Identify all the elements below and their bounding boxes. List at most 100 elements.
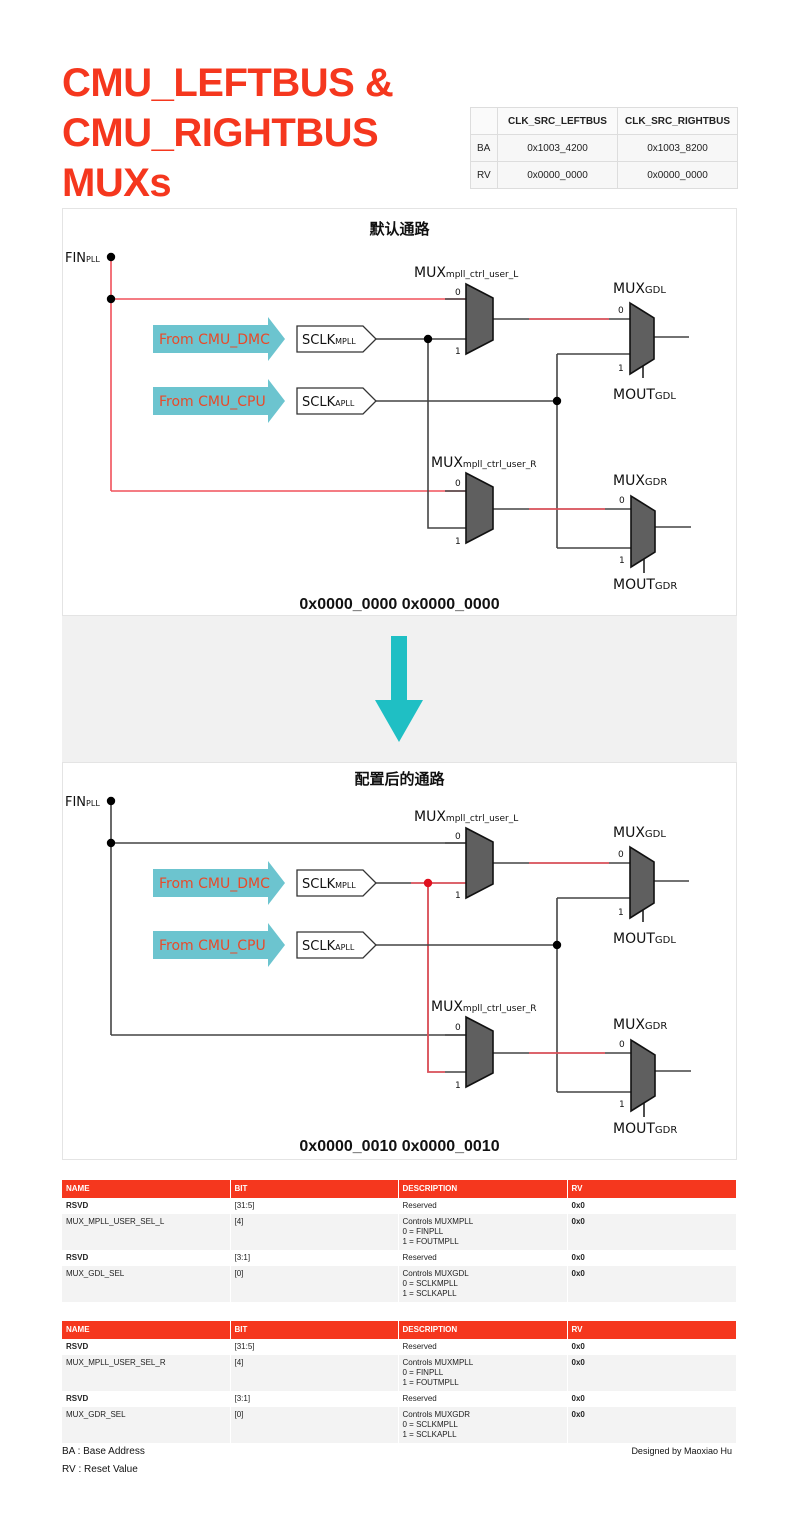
label-subscript: GDR [655,1125,677,1136]
description-line: 0 = FINPLL [402,1227,444,1236]
from-cmu-cpu-arrow-label: From CMU_CPU [159,938,266,954]
mux-input-number: 0 [455,288,461,298]
field-bits: [0] [230,1407,399,1443]
field-reset-value: 0x0 [567,1339,737,1355]
label-text: 0 [455,1023,461,1033]
mux-input-number: 0 [455,1023,461,1033]
label-subscript: GDL [655,935,676,946]
description-line: Reserved [402,1342,437,1351]
mux-gdl-label: MUXGDL [613,825,666,841]
field-description: Reserved [398,1339,568,1355]
label-text: 0 [618,306,624,316]
label-text: MUX [613,473,645,489]
mux-l-label: MUXmpll_ctrl_user_L [414,265,518,281]
field-description: Reserved [398,1198,568,1214]
column-header: NAME [62,1321,231,1339]
mux-l-label: MUXmpll_ctrl_user_L [414,809,518,825]
mux-input-number: 0 [455,832,461,842]
cell: 0x1003_4200 [497,134,618,162]
label-subscript: MPLL [335,881,356,890]
mout-gdl-label: MOUTGDL [613,931,676,947]
label-text: 0 [618,850,624,860]
page-title: CMU_LEFTBUS & CMU_RIGHTBUS MUXs [62,58,394,208]
register-row: MUX_MPLL_USER_SEL_L [4] Controls MUXMPLL… [62,1214,737,1250]
junction-node [106,838,116,848]
field-name: RSVD [62,1339,231,1355]
diagram-caption: 0x0000_0010 0x0000_0010 [299,1138,500,1155]
row-header: RV [470,161,498,189]
mux-gdr [630,1038,656,1113]
address-table: CLK_SRC_LEFTBUS CLK_SRC_RIGHTBUS BA 0x10… [470,107,738,189]
column-header: BIT [230,1180,399,1198]
description-line: 0 = SCLKMPLL [402,1420,458,1429]
label-subscript: mpll_ctrl_user_R [463,460,537,470]
field-reset-value: 0x0 [567,1355,737,1391]
column-header: RV [567,1321,737,1339]
label-subscript: GDL [645,285,666,296]
label-text: 0 [455,832,461,842]
label-subscript: GDL [655,391,676,402]
field-name: RSVD [62,1198,231,1214]
register-row: RSVD [3:1] Reserved 0x0 [62,1250,737,1266]
description-line: 0 = SCLKMPLL [402,1279,458,1288]
field-name: MUX_MPLL_USER_SEL_R [62,1355,231,1391]
mux-input-number: 1 [619,556,625,566]
label-text: MUX [431,455,463,471]
label-text: 0 [455,479,461,489]
column-header: RV [567,1180,737,1198]
sclkapll-box [296,387,377,415]
mux-input-number: 1 [455,1081,461,1091]
field-description: Reserved [398,1250,568,1266]
footer-credit: Designed by Maoxiao Hu [631,1446,732,1456]
label-subscript: mpll_ctrl_user_L [446,814,518,824]
description-line: Reserved [402,1394,437,1403]
label-text: SCLK [302,939,336,954]
description-line: Reserved [402,1201,437,1210]
from-cmu-dmc-arrow-label: From CMU_DMC [159,876,270,892]
junction-node [423,878,433,888]
sclkmpll-box [296,869,377,897]
finpll-node [106,252,116,262]
sclkapll-box-label: SCLKAPLL [302,395,355,410]
finpll-label: FINPLL [65,251,100,266]
label-text: SCLK [302,877,336,892]
label-text: MUX [613,1017,645,1033]
register-row: RSVD [31:5] Reserved 0x0 [62,1198,737,1214]
label-text: From CMU_CPU [159,938,266,954]
diagram-title: 默认通路 [369,221,430,238]
field-bits: [4] [230,1355,399,1391]
finpll-node [106,796,116,806]
label-text: 1 [618,364,624,374]
row-header: BA [470,134,498,162]
mux-mpll-ctrl-user-r [465,471,494,545]
field-bits: [31:5] [230,1198,399,1214]
mux-input-number: 1 [455,891,461,901]
cell: 0x0000_0000 [497,161,618,189]
from-cmu-dmc-arrow [153,861,285,905]
label-text: 1 [619,1100,625,1110]
description-line: 1 = FOUTMPLL [402,1378,459,1387]
description-line: Reserved [402,1253,437,1262]
mout-gdl-label: MOUTGDL [613,387,676,403]
mux-gdr [630,494,656,569]
field-reset-value: 0x0 [567,1266,737,1302]
mux-r-label: MUXmpll_ctrl_user_R [431,999,536,1015]
sclkmpll-to-mux-r-active-wire [427,883,445,1073]
junction-node [552,940,562,950]
sclkapll-box-label: SCLKAPLL [302,939,355,954]
label-text: MUX [414,265,446,281]
label-text: From CMU_DMC [159,332,270,348]
mux-gdl [629,845,655,920]
mux-gdl [629,301,655,376]
junction-node [106,294,116,304]
field-bits: [3:1] [230,1250,399,1266]
field-bits: [3:1] [230,1391,399,1407]
label-text: MUX [431,999,463,1015]
description-line: 0 = FINPLL [402,1368,444,1377]
finpll-label: FINPLL [65,795,100,810]
mux-input-number: 1 [618,908,624,918]
field-name: RSVD [62,1250,231,1266]
